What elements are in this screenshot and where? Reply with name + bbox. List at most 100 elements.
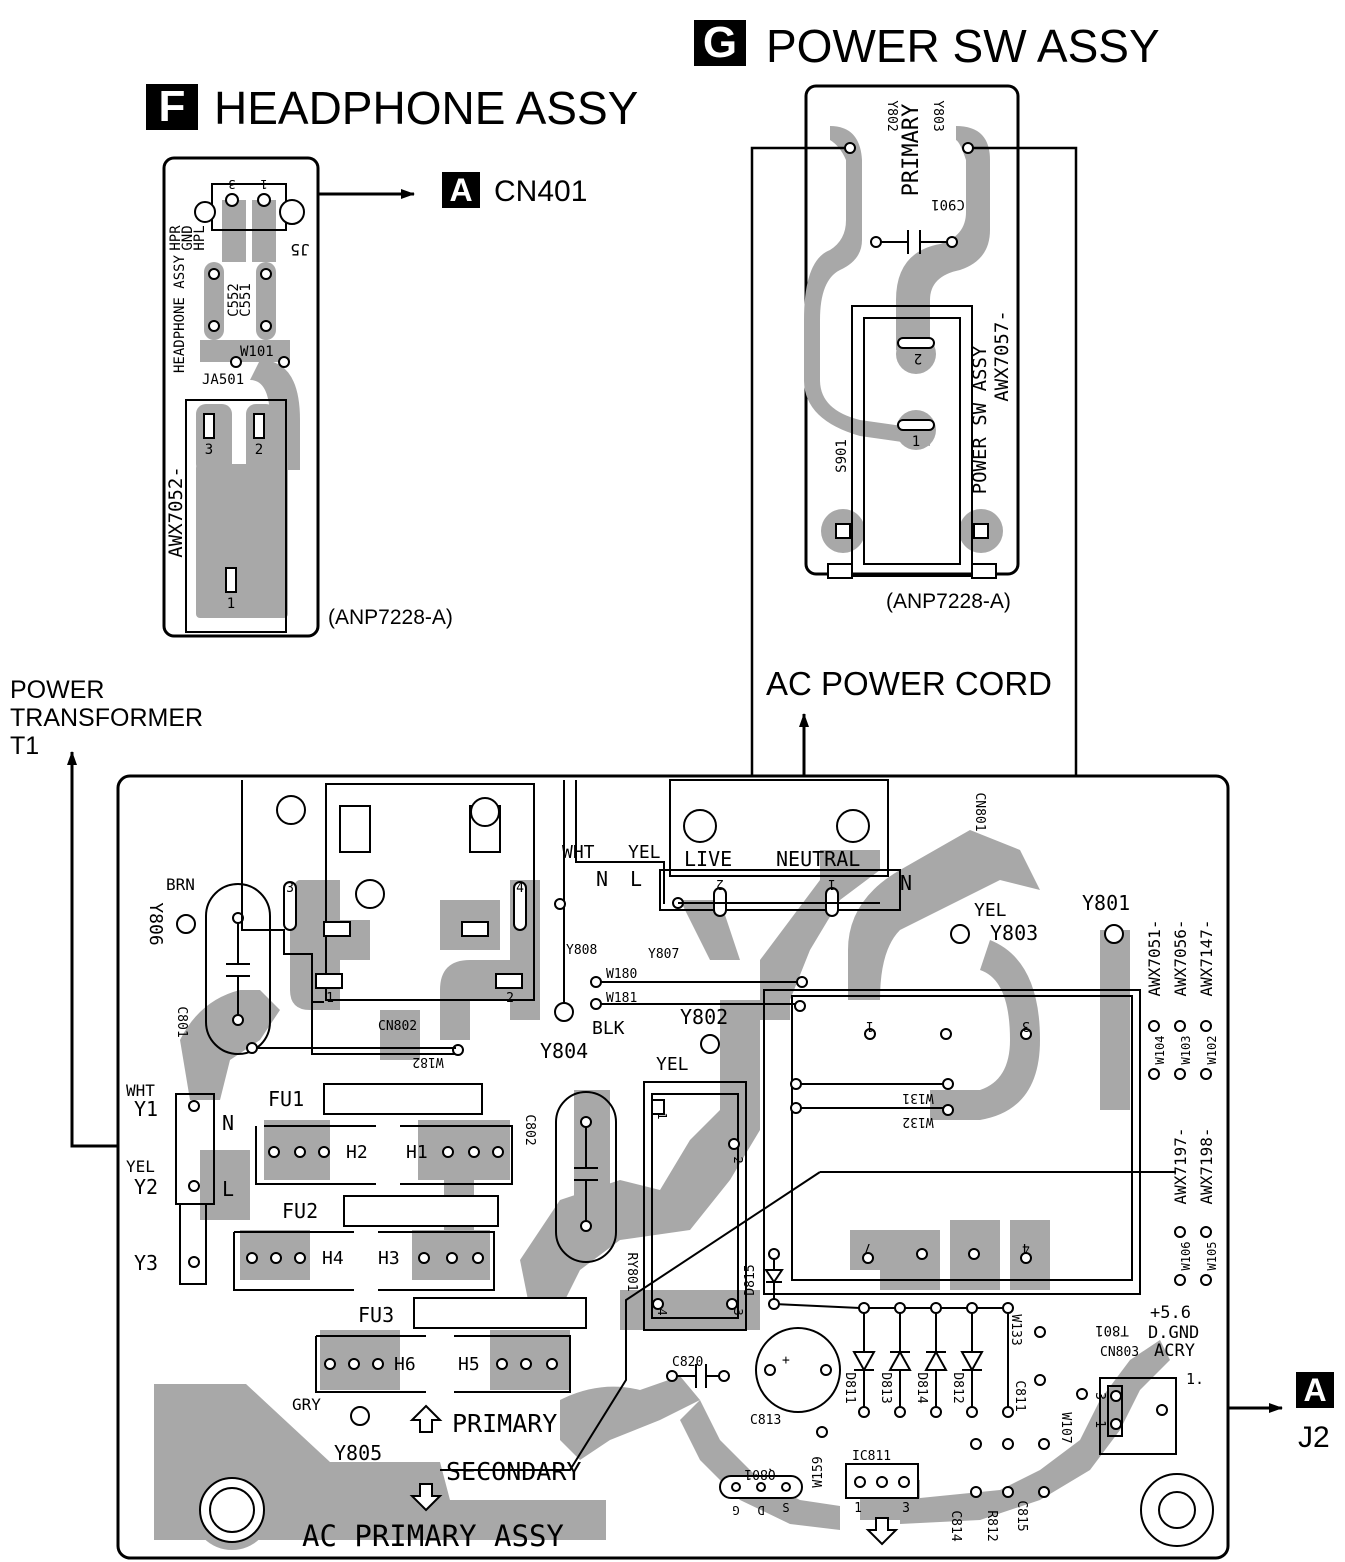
label-w107: W107 (1058, 1412, 1073, 1443)
cn801-pin-frame (659, 869, 901, 911)
fu1-body (323, 1083, 483, 1115)
c813-pad (820, 1364, 832, 1376)
label-c813-plus: + (782, 1353, 790, 1368)
power-sw-pin-1-label: 1 (912, 434, 920, 450)
label-y804: Y804 (540, 1039, 588, 1063)
label-awx7147: AWX7147- (1197, 919, 1216, 996)
headphone-cap-pad (260, 320, 272, 332)
headphone-pin-label-hpr: HPR (168, 225, 184, 251)
c802-pad-bottom (580, 1220, 592, 1232)
label-h4: H4 (322, 1248, 344, 1269)
fuse-outline (400, 1125, 513, 1185)
ic811-pad (898, 1476, 910, 1488)
power-sw-part-number: (ANP7228-A) (886, 590, 1011, 613)
label-yel-top: YEL (628, 842, 661, 863)
pad-y801-board (1104, 924, 1124, 944)
label-ry801: RY801 (624, 1252, 639, 1291)
headphone-cap-pad (208, 320, 220, 332)
headphone-traces (196, 200, 300, 618)
fuse-pads (246, 1146, 558, 1370)
label-d815: D815 (743, 1264, 758, 1295)
secondary-arrow-icon (409, 1483, 443, 1512)
power-transformer-label-3: T1 (10, 732, 40, 760)
label-t801-pin-3: 3 (1022, 1018, 1030, 1033)
label-y805: Y805 (334, 1441, 382, 1465)
label-q801-g: G (732, 1503, 739, 1517)
label-h2: H2 (346, 1142, 368, 1163)
cn802-hole-b (470, 797, 500, 827)
label-h6: H6 (394, 1354, 416, 1375)
t801-pad (862, 1252, 874, 1264)
pad-w132-end (942, 1104, 954, 1116)
cn802-pin-3-pad (283, 881, 297, 931)
label-yel-y803: YEL (974, 900, 1007, 921)
label-t801-pin-1: 1 (866, 1018, 874, 1033)
j2-label: J2 (1298, 1421, 1330, 1454)
terminal-y2-pad (188, 1180, 200, 1192)
label-awx7197: AWX7197- (1171, 1127, 1190, 1204)
label-t801-pin-4: 4 (1022, 1240, 1030, 1255)
pad-y802-board (700, 1034, 720, 1054)
headphone-pin-2-label: 2 (255, 442, 263, 458)
ry801-pin-3 (726, 1298, 738, 1310)
label-cn801-pin-1: 1 (828, 876, 836, 891)
label-ry801-pin-4: 4 (655, 1308, 669, 1315)
label-c811: C811 (1012, 1380, 1027, 1411)
label-w180: W180 (606, 967, 637, 982)
label-w103: W103 (1179, 1036, 1193, 1065)
heading-g-letter: G (702, 18, 738, 67)
ry801-inner (651, 1093, 739, 1319)
cn803-pad (1156, 1404, 1168, 1416)
q801-pad (731, 1482, 741, 1492)
headphone-part-number: (ANP7228-A) (328, 606, 453, 629)
headphone-jack-label: JA501 (202, 372, 244, 388)
cn803-inner (1107, 1385, 1123, 1437)
q801-pad (781, 1482, 791, 1492)
c820-pad (718, 1370, 730, 1382)
label-blk: BLK (592, 1018, 625, 1039)
headphone-cap-pad (260, 268, 272, 280)
label-cn802-pin-3: 3 (286, 881, 294, 896)
fu3-body (413, 1297, 587, 1329)
label-w159: W159 (811, 1456, 826, 1487)
label-plus-5-6: +5.6 (1150, 1303, 1191, 1323)
cn801-connector (669, 779, 889, 877)
label-cn801-pin-2: 2 (716, 876, 724, 891)
label-cn803: CN803 (1100, 1345, 1139, 1360)
label-ic811: IC811 (852, 1449, 891, 1464)
cn801-hole-live (683, 809, 717, 843)
power-sw-pin-1-pad (897, 419, 935, 431)
label-c802: C802 (522, 1114, 537, 1145)
power-sw-label-y802: Y802 (884, 100, 899, 131)
label-d814: D814 (914, 1372, 929, 1403)
label-ry801-pin-2: 2 (731, 1156, 745, 1163)
headphone-jack-outline (185, 399, 287, 633)
label-w131: W131 (902, 1090, 933, 1105)
label-c801: C801 (174, 1006, 189, 1037)
label-n-top: N (596, 867, 608, 891)
headphone-slot-pad-1 (225, 567, 237, 593)
label-q801-d: D (757, 1503, 764, 1517)
label-w104: W104 (1153, 1036, 1167, 1065)
pad-w181-end (794, 1000, 806, 1012)
label-wht-y1: WHT (126, 1081, 155, 1100)
cn803-pad (1110, 1418, 1122, 1430)
power-sw-pin-2-pad (897, 337, 935, 349)
label-w105: W105 (1205, 1242, 1219, 1271)
ry801-pin-4 (652, 1298, 664, 1310)
headphone-cap-c551: C551 (238, 283, 254, 317)
j2-letter: A (1303, 1372, 1327, 1408)
fu2-body (343, 1195, 499, 1227)
ry801-outline (643, 1081, 747, 1331)
label-brn: BRN (166, 875, 195, 894)
heading-power-sw-assy: POWER SW ASSY (766, 20, 1160, 72)
primary-arrow-icon (409, 1404, 443, 1433)
label-c814: C814 (948, 1510, 963, 1541)
pad-y804 (554, 1002, 574, 1022)
label-d-gnd: D.GND (1148, 1323, 1199, 1343)
c802-outline (555, 1091, 617, 1263)
power-sw-label-s901: S901 (834, 439, 850, 473)
t801-pad (968, 1248, 980, 1260)
power-sw-tab-left (827, 563, 853, 579)
headphone-assy-board-label: HEADPHONE ASSY (172, 254, 188, 373)
